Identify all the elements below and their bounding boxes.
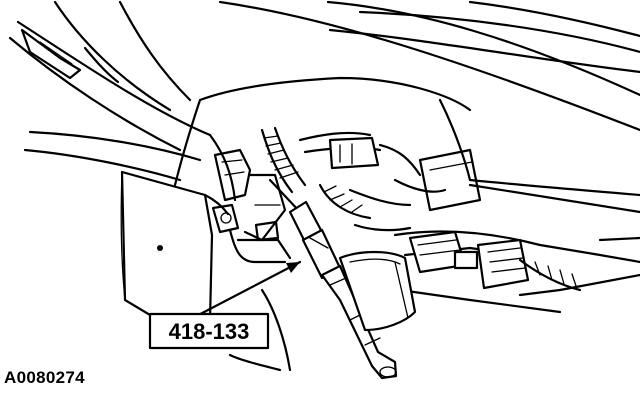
instrument-panel-lines [173,0,640,214]
knee-bolster-panel [23,130,230,347]
upper-panel-lines [8,0,212,152]
right-connectors [393,230,640,314]
callout-leader-line [183,260,302,324]
tool-callout: 418-133 [148,260,302,350]
tool-number-label: 418-133 [169,319,250,344]
steering-column-bracket [208,133,292,264]
lower-trim-lines [228,288,292,372]
wiring-harness [260,126,482,232]
callout-arrowhead [286,262,300,273]
callout-box [148,312,270,350]
connector-boot [338,250,417,332]
figure-id-label: A0080274 [4,368,85,387]
